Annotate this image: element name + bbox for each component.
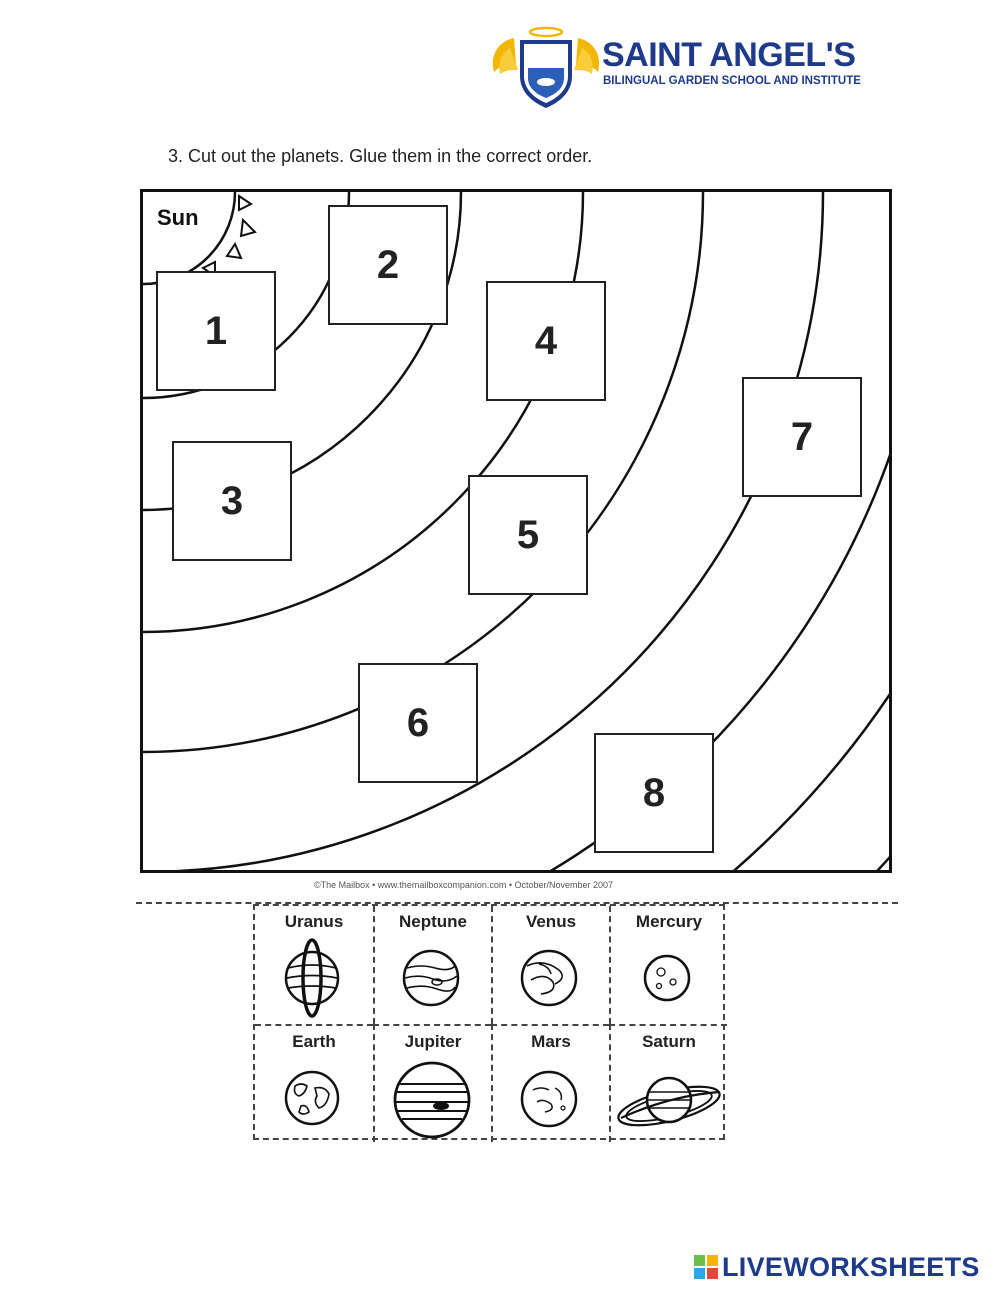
cut-line — [136, 902, 898, 904]
planet-slot-2[interactable]: 2 — [328, 205, 448, 325]
brand-name: LIVEWORKSHEETS — [722, 1252, 980, 1282]
venus-icon — [520, 949, 578, 1007]
planet-slot-1[interactable]: 1 — [156, 271, 276, 391]
cutout-uranus[interactable]: Uranus — [255, 906, 373, 1024]
cutout-mars[interactable]: Mars — [491, 1024, 609, 1142]
planet-name: Jupiter — [404, 1032, 462, 1051]
planet-name: Mercury — [635, 912, 703, 931]
cutout-neptune[interactable]: Neptune — [373, 906, 491, 1024]
planet-cutout-grid: Uranus Neptune Venus Mercury Ear — [253, 904, 727, 1142]
planet-slot-3[interactable]: 3 — [172, 441, 292, 561]
jupiter-icon — [393, 1061, 471, 1139]
planet-slot-4[interactable]: 4 — [486, 281, 606, 401]
copyright-credit: ©The Mailbox • www.themailboxcompanion.c… — [314, 880, 614, 890]
cutout-jupiter[interactable]: Jupiter — [373, 1024, 491, 1142]
planet-slot-5[interactable]: 5 — [468, 475, 588, 595]
mercury-icon — [643, 954, 691, 1002]
earth-icon — [284, 1070, 340, 1126]
school-crest-icon — [492, 26, 600, 108]
cutout-saturn[interactable]: Saturn — [609, 1024, 727, 1142]
school-subtitle: BILINGUAL GARDEN SCHOOL AND INSTITUTE — [603, 75, 861, 87]
cutout-venus[interactable]: Venus — [491, 906, 609, 1024]
neptune-icon — [402, 949, 460, 1007]
planet-slot-7[interactable]: 7 — [742, 377, 862, 497]
planet-name: Saturn — [642, 1032, 696, 1051]
orbit-diagram: Sun 1 2 3 4 5 6 7 8 — [140, 189, 892, 873]
planet-name: Neptune — [399, 912, 467, 931]
liveworksheets-logo-icon — [694, 1255, 718, 1279]
planet-slot-6[interactable]: 6 — [358, 663, 478, 783]
school-logo: SAINT ANGEL'S BILINGUAL GARDEN SCHOOL AN… — [490, 24, 861, 110]
cutout-mercury[interactable]: Mercury — [609, 906, 727, 1024]
liveworksheets-brand: LIVEWORKSHEETS — [694, 1251, 994, 1283]
sun-label: Sun — [157, 205, 199, 230]
planet-name: Venus — [525, 912, 577, 931]
planet-name: Earth — [292, 1032, 336, 1051]
cutout-earth[interactable]: Earth — [255, 1024, 373, 1142]
saturn-icon — [617, 1076, 721, 1127]
mars-icon — [520, 1070, 578, 1128]
uranus-icon — [284, 938, 340, 1018]
instruction-text: 3. Cut out the planets. Glue them in the… — [168, 146, 593, 166]
planet-slot-8[interactable]: 8 — [594, 733, 714, 853]
planet-name: Uranus — [284, 912, 344, 931]
planet-name: Mars — [531, 1032, 571, 1051]
school-name: SAINT ANGEL'S — [602, 36, 856, 74]
